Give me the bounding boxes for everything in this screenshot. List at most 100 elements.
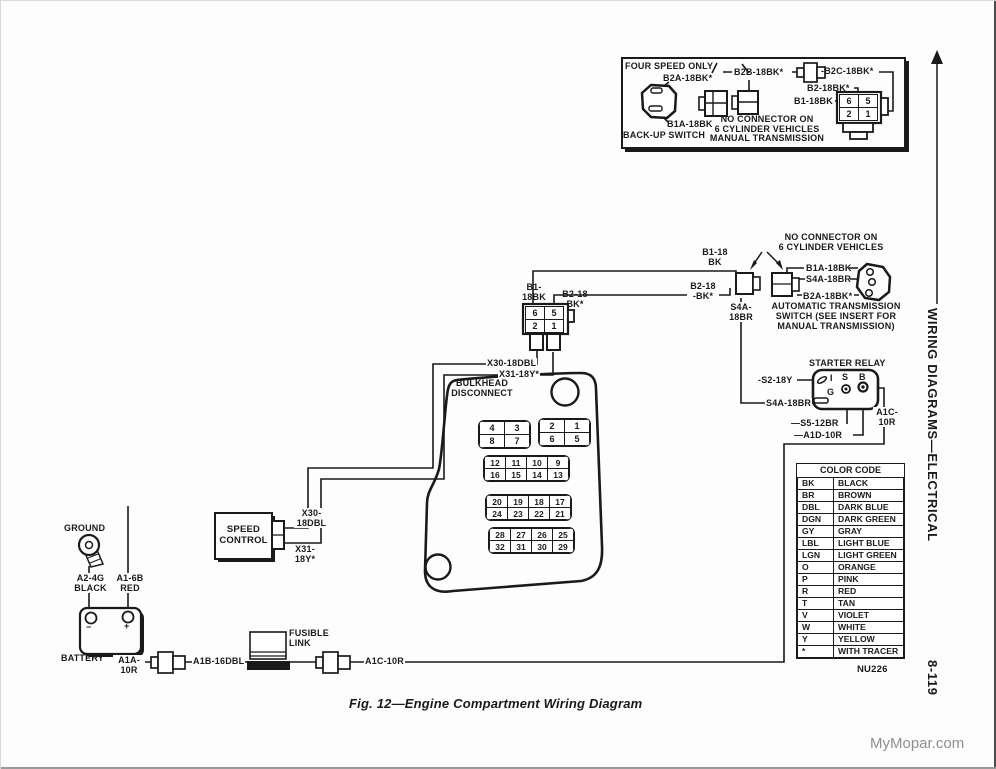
grid-cell: 6 [525,306,545,320]
label-x31-stack: X31- 18Y* [289,544,321,564]
grid-cell: PINK [833,573,904,586]
grid-cell: LGN [797,549,834,562]
grid-cell: 21 [549,507,571,520]
grid-cell: BROWN [833,489,904,502]
grid-cell: 31 [510,540,532,553]
grid-cell: 1 [564,419,590,433]
grid-cell: DARK GREEN [833,513,904,526]
grid-cell: 25 [552,528,574,541]
label-ground: GROUND [64,523,106,533]
grid-cell: DBL [797,501,834,514]
label-a1-6b-red: A1-6B RED [111,573,149,593]
grid-cell: 6 [839,94,859,108]
grid-cell: * [797,645,834,658]
grid-cell: DARK BLUE [833,501,904,514]
note-no-connector-6cyl: NO CONNECTOR ON 6 CYLINDER VEHICLES [778,232,884,252]
grid-cell: 27 [510,528,532,541]
relay-terminal-s: S [842,372,849,382]
label-b2-end: B2-18 -BK* [687,281,719,301]
inset-connectors [698,90,759,117]
label-b2a-18bk: B2A-18BK* [803,291,853,301]
grid-cell: RED [833,585,904,598]
grid-cell: LBL [797,537,834,550]
grid-cell: 30 [531,540,553,553]
grid-cell: 20 [486,495,508,508]
wire-b1a [786,267,858,273]
grid-cell: TAN [833,597,904,610]
grid-cell: 10 [526,456,548,469]
grid-cell: 4 [479,421,505,435]
grid-cell: 23 [507,507,529,520]
grid-cell: Y [797,633,834,646]
relay-terminal-i: I [830,373,833,383]
backup-switch-shape [640,83,678,120]
grid-cell: BLACK [833,477,904,490]
inset-note: NO CONNECTOR ON 6 CYLINDER VEHICLES MANU… [709,114,825,144]
label-s2-18y: -S2-18Y [758,375,793,385]
label-speed-control: SPEED CONTROL [219,524,268,546]
label-x31-inline: X31-18Y* [498,369,541,379]
grid-cell: 11 [505,456,527,469]
label-a1c-relay: A1C- 10R [873,407,901,427]
label-a1a-10r: A1A- 10R [113,655,145,675]
label-s5-12br: —S5-12BR [791,418,839,428]
grid-cell: LIGHT BLUE [833,537,904,550]
label-b1a-18bk-inset: B1A-18BK [667,119,713,129]
grid-cell: GRAY [833,525,904,538]
battery-plus-mark: + [124,621,130,631]
label-starter-relay: STARTER RELAY [809,358,886,368]
grid-cell: 32 [489,540,511,553]
label-a1b-16dbl: A1B-16DBL [192,656,246,666]
label-b1-start: B1- 18BK [522,282,546,302]
label-s4a-18br: S4A-18BR [806,274,852,284]
grid-cell: 5 [544,306,564,320]
speed-control-shape [214,512,285,562]
label-b1-end: B1-18 BK [702,247,728,267]
label-s4a-drop: S4A- 18BR [724,302,758,322]
grid-cell: 24 [486,507,508,520]
bulkhead-disconnect-shape [423,371,604,593]
label-b1-18bk-inset: B1-18BK [794,96,833,106]
label-x30-inline: X30-18DBL [486,358,538,368]
label-backup-switch: BACK-UP SWITCH [623,130,706,140]
grid-cell: 14 [526,468,548,481]
fusible-link-shape [247,631,290,670]
grid-cell: 2 [839,107,859,121]
drawing-number: NU226 [857,664,888,675]
grid-cell: GY [797,525,834,538]
grid-cell: 9 [547,456,569,469]
grid-cell: BR [797,489,834,502]
grid-cell: 12 [484,456,506,469]
grid-cell: 1 [544,319,564,333]
grid-cell: 8 [479,434,505,448]
inline-connectors [150,651,351,674]
battery-minus-mark: − [86,622,92,632]
grid-cell: 6 [539,432,565,446]
ground-shape [77,533,105,568]
label-b2-start: B2-18 BK* [562,289,588,309]
inset-leaders-left [711,62,798,90]
grid-cell: R [797,585,834,598]
grid-cell: W [797,621,834,634]
grid-cell: ORANGE [833,561,904,574]
grid-cell: 5 [858,94,878,108]
grid-cell: 13 [547,468,569,481]
grid-cell: 3 [504,421,530,435]
sidebar-section-title: WIRING DIAGRAMS—ELECTRICAL [925,308,940,542]
grid-cell: T [797,597,834,610]
label-b2b-18bk: B2B-18BK* [734,67,784,77]
wire-b2-18bk [553,288,731,307]
grid-cell: 2 [525,319,545,333]
grid-cell: V [797,609,834,622]
grid-cell: P [797,573,834,586]
label-b2c-18bk: -B2C-18BK* [821,66,874,76]
figure-caption: Fig. 12—Engine Compartment Wiring Diagra… [349,696,643,711]
grid-cell: WHITE [833,621,904,634]
grid-cell: YELLOW [833,633,904,646]
